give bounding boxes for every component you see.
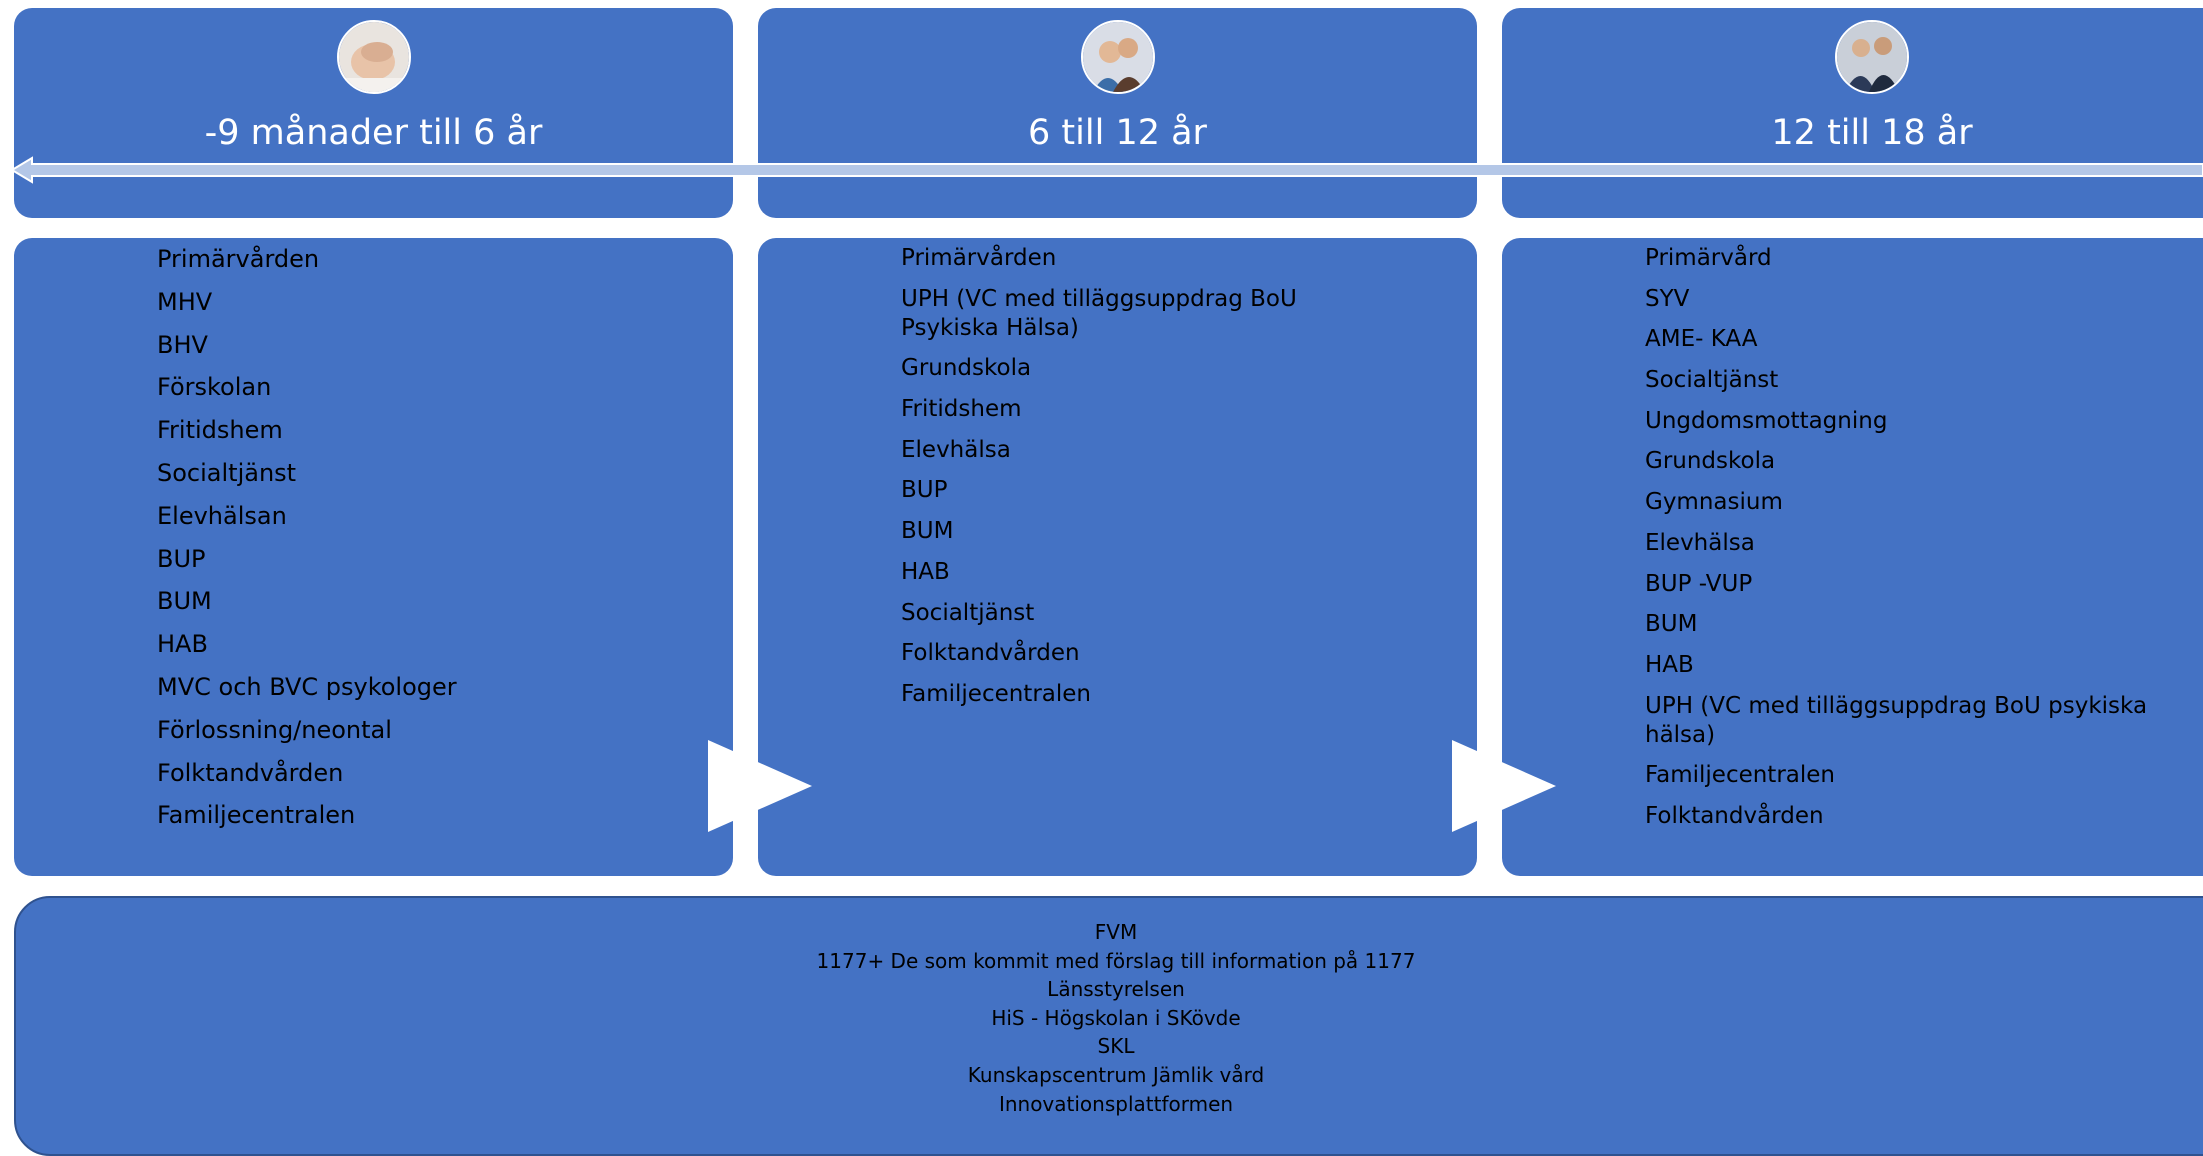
list-item: Socialtjänst [1645,367,1779,394]
list-item: Grundskola [1645,448,1776,475]
list-item: Gymnasium [1645,489,1783,516]
list-item: Primärvård [1645,245,1772,271]
list-item: Socialtjänst [901,599,1035,626]
list-item: Elevhälsan [157,501,287,530]
list-item: MHV [157,287,213,316]
list-item: Familjecentralen [1645,762,1835,789]
list-item: Elevhälsa [901,436,1011,463]
list-item: Innovationsplattformen [998,1091,1234,1116]
stage-services-2: Primärvården UPH (VC med tilläggsuppdrag… [758,238,1477,876]
stage-header-1: -9 månader till 6 år [14,8,733,218]
list-item: BUM [157,587,212,616]
teens-photo-icon [1835,20,1909,94]
list-item: SKL [1097,1034,1135,1059]
list-item: HAB [901,558,950,585]
timeline-arrow [10,156,2203,184]
stage-header-3: 12 till 18 år [1502,8,2203,218]
shared-resources-box: FVM 1177+ De som kommit med förslag till… [14,896,2203,1156]
stage-header-2: 6 till 12 år [758,8,1477,218]
service-list: Primärvården MHV BHV Förskolan Fritidshe… [157,244,697,843]
list-item: BUP [157,544,206,573]
list-item: FVM [1094,920,1138,944]
shared-resources-list: FVM 1177+ De som kommit med förslag till… [16,918,2203,1118]
list-item: 1177+ De som kommit med förslag till inf… [816,948,1416,973]
list-item: Länsstyrelsen [1047,977,1185,1002]
list-item: BUM [1645,611,1698,638]
list-item: Förskolan [157,373,272,402]
stage-label: -9 månader till 6 år [204,113,543,153]
list-item: SYV [1645,285,1690,312]
list-item: Fritidshem [901,396,1022,423]
service-list: Primärvården UPH (VC med tilläggsuppdrag… [901,244,1401,721]
list-item: BUP -VUP [1645,570,1753,597]
stage-services-3: Primärvård SYV AME- KAA Socialtjänst Ung… [1502,238,2203,876]
list-item: HiS - Högskolan i SKövde [991,1005,1241,1030]
list-item: Förlossning/neontal [157,715,392,744]
list-item: BUP [901,477,948,504]
list-item: HAB [1645,651,1694,678]
transition-arrow-icon [708,740,812,832]
list-item: HAB [157,630,208,659]
list-item: Elevhälsa [1645,529,1755,556]
list-item: Kunskapscentrum Jämlik vård [967,1062,1265,1087]
list-item: Grundskola [901,355,1032,382]
list-item: Folktandvården [157,758,344,787]
list-item: Familjecentralen [901,680,1091,707]
child-photo-icon [1080,20,1155,94]
stage-services-1: Primärvården MHV BHV Förskolan Fritidshe… [14,238,733,876]
list-item: AME- KAA [1645,326,1758,353]
list-item: BUM [901,518,954,545]
stage-label: 12 till 18 år [1771,113,1973,153]
list-item: Folktandvården [901,640,1080,667]
list-item: Fritidshem [157,416,283,445]
list-item: Ungdomsmottagning [1645,407,1888,434]
list-item: UPH (VC med tilläggsuppdrag BoU psykiska… [1645,692,2148,748]
list-item: Folktandvården [1645,802,1824,829]
list-item: UPH (VC med tilläggsuppdrag BoU Psykiska… [901,285,1297,341]
list-item: MVC och BVC psykologer [157,672,457,701]
list-item: Primärvården [901,245,1057,271]
service-list: Primärvård SYV AME- KAA Socialtjänst Ung… [1645,244,2185,843]
list-item: Socialtjänst [157,458,297,487]
transition-arrow-icon [1452,740,1556,832]
list-item: Familjecentralen [157,801,356,830]
stage-label: 6 till 12 år [1028,113,1207,153]
list-item: Primärvården [157,245,320,273]
list-item: BHV [157,330,208,359]
baby-photo-icon [336,20,411,94]
